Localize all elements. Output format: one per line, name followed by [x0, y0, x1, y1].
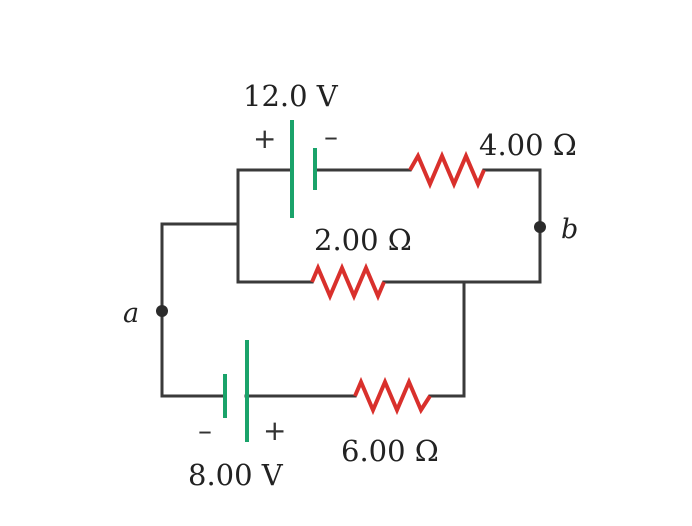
resistor-top-label: 4.00 Ω — [479, 128, 577, 162]
battery-bottom-negative-sign: – — [198, 414, 212, 447]
node-a-label: a — [123, 298, 139, 329]
battery-top-negative-sign: – — [324, 120, 338, 153]
battery-bottom-voltage-label: 8.00 V — [188, 458, 284, 492]
wire-left-outer — [160, 222, 240, 398]
resistor-bottom-label: 6.00 Ω — [341, 434, 439, 468]
battery-bottom — [223, 340, 249, 442]
resistor-middle — [310, 262, 386, 302]
battery-bottom-positive-sign: + — [263, 414, 286, 447]
resistor-middle-label: 2.00 Ω — [314, 223, 412, 257]
node-b-dot — [534, 221, 546, 233]
resistor-bottom — [353, 376, 432, 416]
node-b-label: b — [561, 214, 578, 245]
wires — [160, 168, 542, 398]
battery-top — [290, 120, 317, 218]
battery-top-voltage-label: 12.0 V — [243, 79, 339, 113]
battery-top-positive-sign: + — [253, 122, 276, 155]
resistor-top — [408, 150, 486, 190]
wire-bottom-right — [428, 280, 466, 398]
wire-top-resistor-to-right — [482, 168, 542, 284]
node-a-dot — [156, 305, 168, 317]
